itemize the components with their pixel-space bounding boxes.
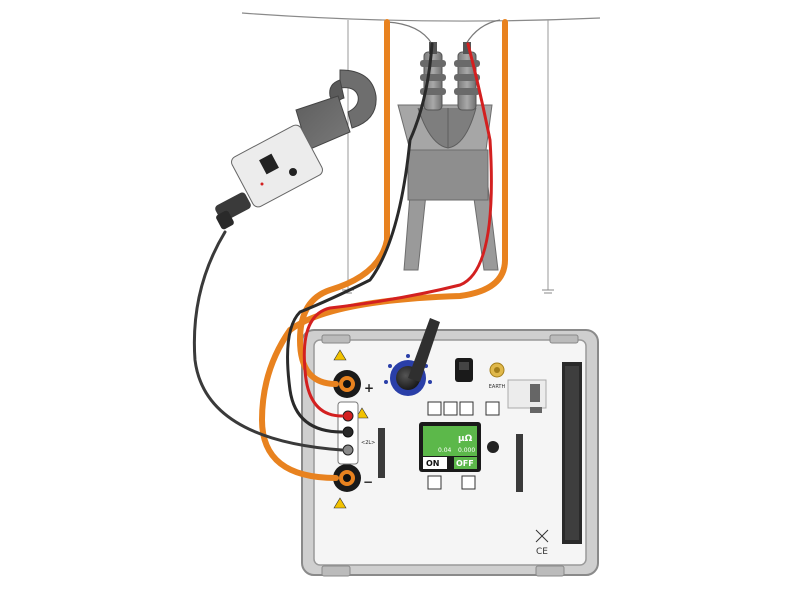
display-off-label: OFF [456, 459, 474, 468]
sense-terminal-clamp[interactable] [342, 444, 354, 456]
slot-left [378, 428, 385, 478]
sense-label: <2L> [361, 440, 375, 446]
current-lead-plus [296, 19, 390, 387]
sense-lead-black [286, 42, 434, 434]
current-clamp[interactable] [214, 69, 377, 230]
on-button[interactable] [427, 475, 442, 490]
display-on-label: ON [426, 459, 440, 468]
circuit-breaker [397, 42, 499, 271]
slot-right [516, 434, 523, 492]
function-button-2[interactable] [443, 401, 458, 416]
ce-mark: CE [536, 547, 548, 557]
function-button-1[interactable] [427, 401, 442, 416]
current-lead-minus [258, 19, 508, 481]
function-button-4[interactable] [485, 401, 500, 416]
usb-panel [507, 379, 547, 413]
function-button-3[interactable] [459, 401, 474, 416]
lcd-display: μΩ 0.04 0.000 ON OFF [419, 422, 481, 472]
terminal-plus-label: + [364, 381, 374, 395]
terminal-minus-label: − [363, 475, 373, 489]
test-leads [192, 19, 508, 481]
earth-terminal[interactable] [489, 362, 505, 378]
current-terminal-plus[interactable] [333, 370, 361, 398]
warning-triangle-icon [333, 349, 369, 509]
display-reading-right: 0.000 [458, 447, 475, 454]
mode-switch[interactable] [455, 358, 473, 382]
lid-arm [408, 318, 440, 382]
current-terminal-minus[interactable] [333, 464, 361, 492]
vent-grill [562, 362, 582, 544]
crossed-bin-icon [535, 529, 549, 543]
display-unit: μΩ [458, 434, 473, 444]
overhead-line [241, 12, 601, 294]
sense-lead-red [302, 42, 493, 418]
earth-label: EARTH [489, 384, 506, 390]
clamp-cable [192, 230, 344, 452]
function-buttons-top [427, 401, 500, 416]
status-button[interactable] [487, 441, 499, 453]
display-reading-left: 0.04 [438, 447, 452, 454]
off-button[interactable] [461, 475, 476, 490]
sense-terminal-black[interactable] [342, 426, 354, 438]
sense-terminal-red[interactable] [342, 410, 354, 422]
